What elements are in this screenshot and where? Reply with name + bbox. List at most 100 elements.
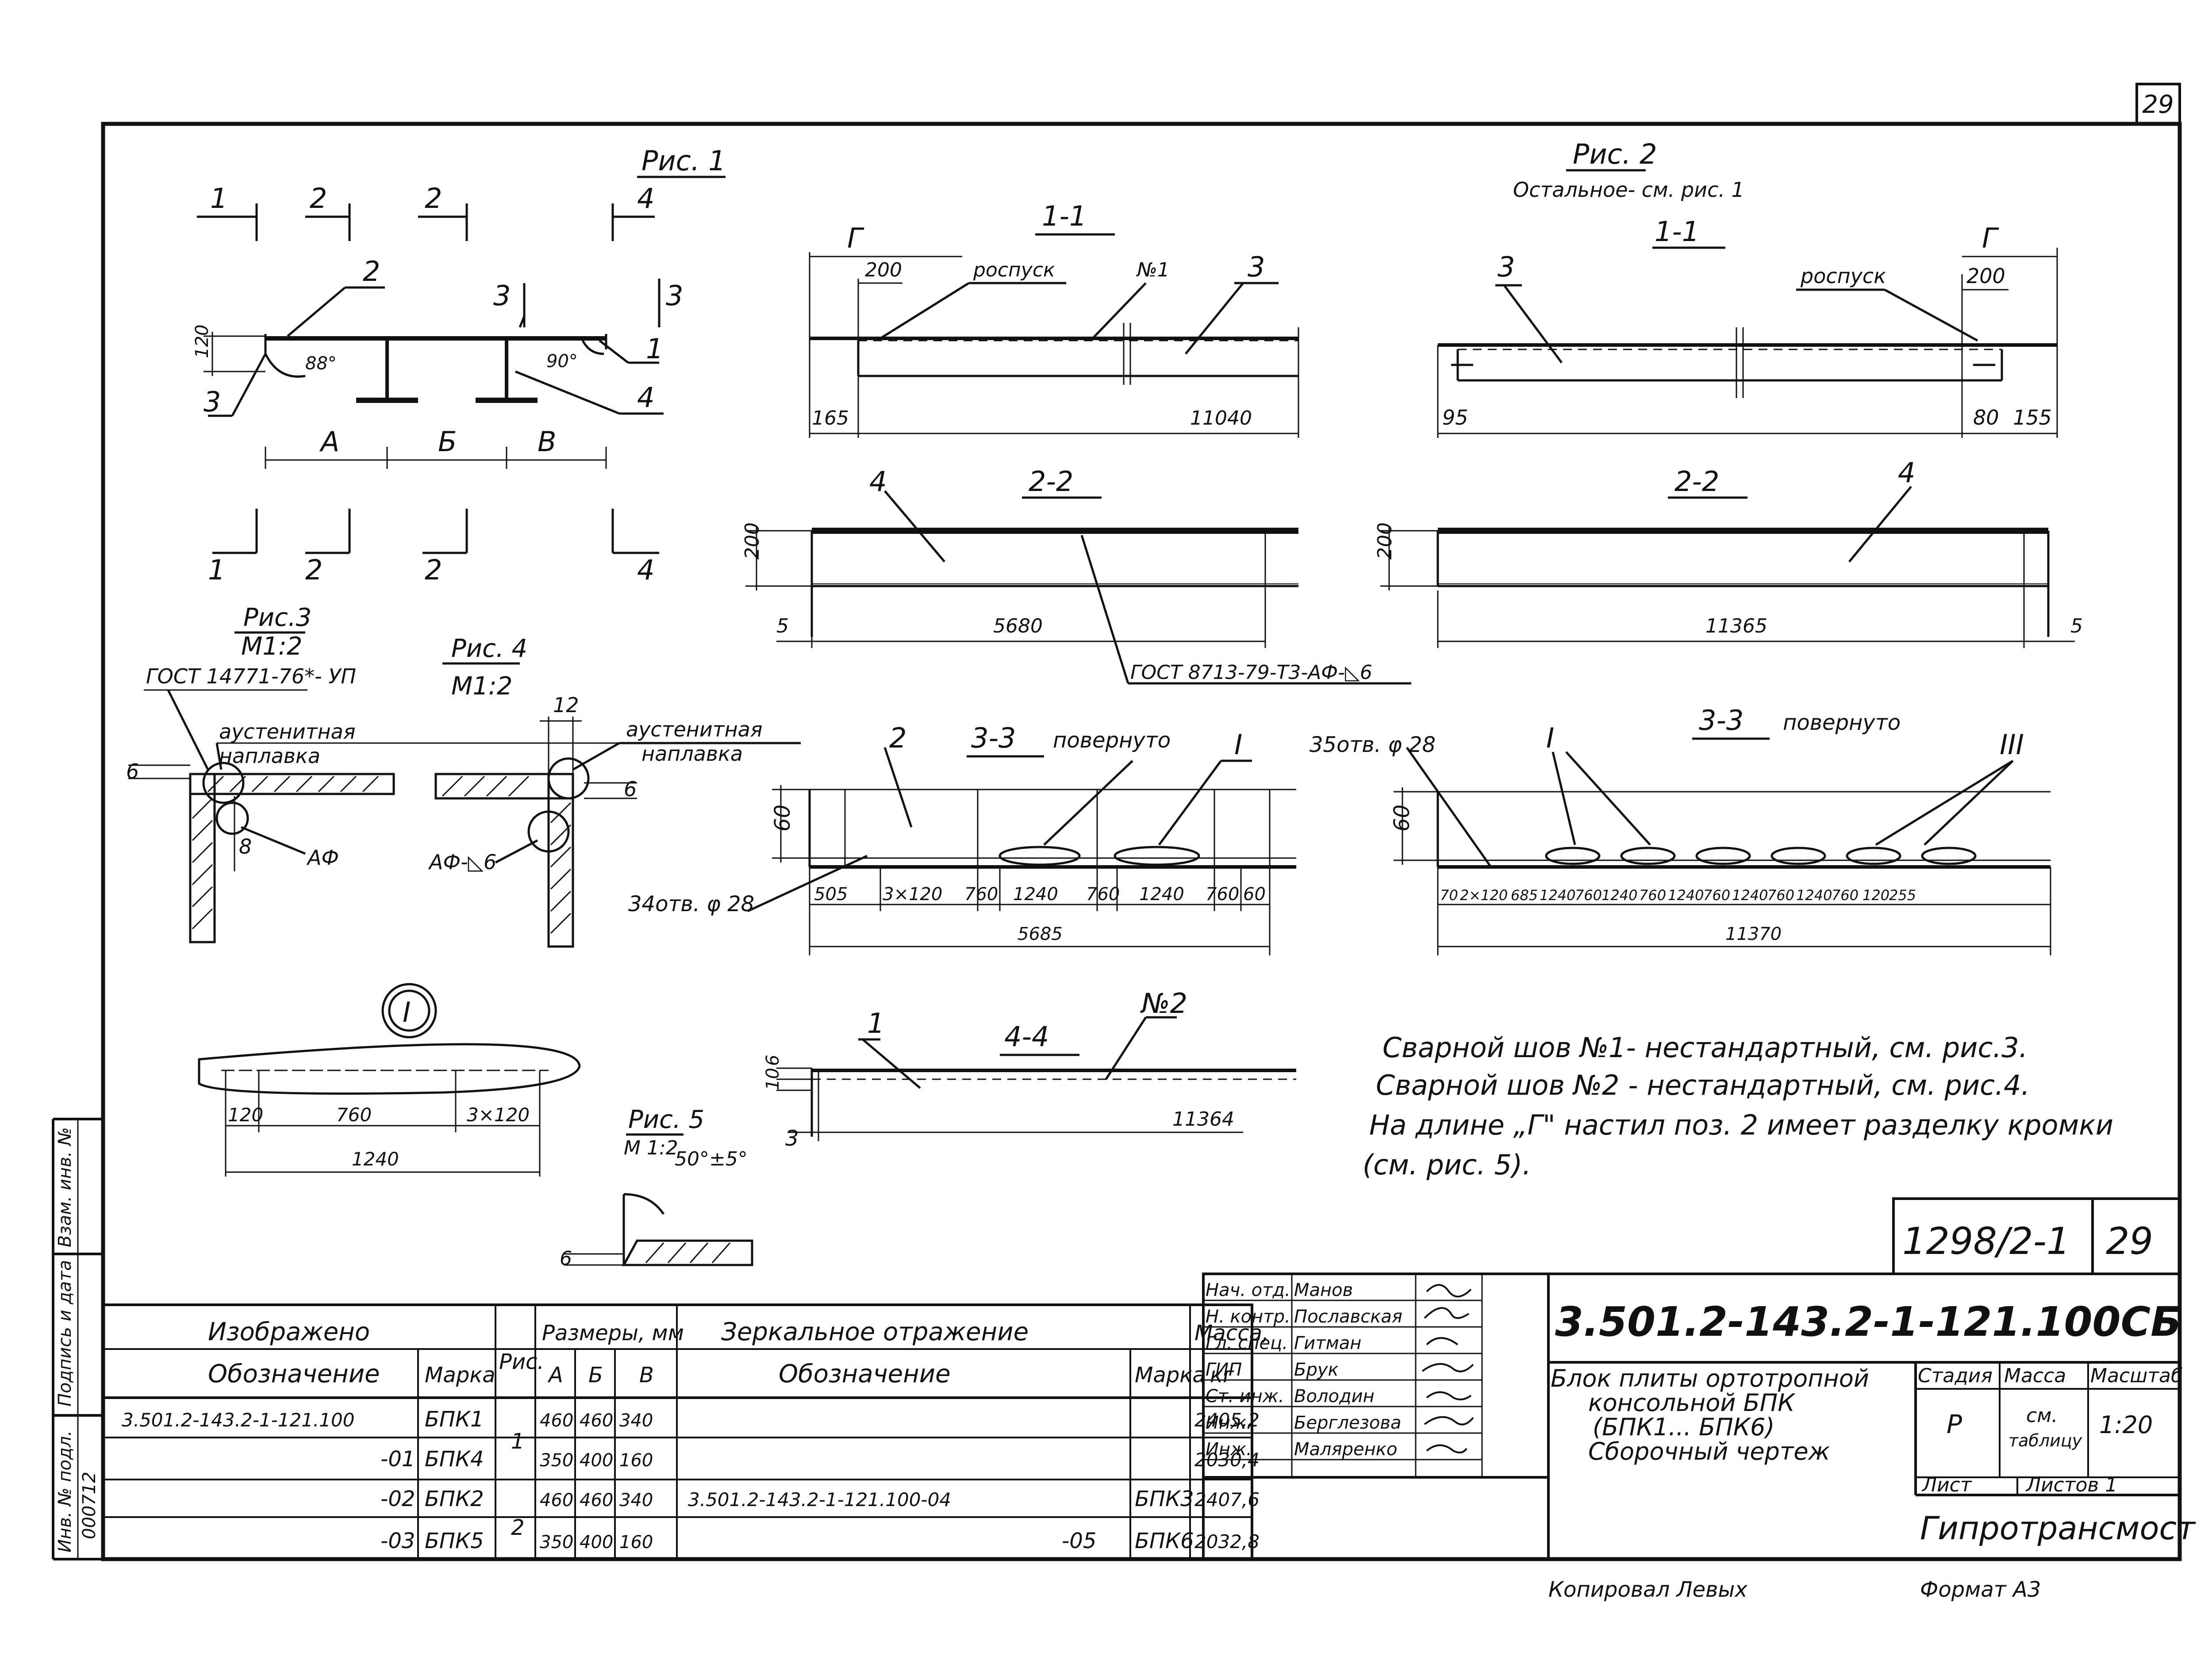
sec11r-dim: 200 <box>1966 264 2005 288</box>
spec-ris: 2 <box>511 1515 525 1540</box>
sec33r-dim: 70 <box>1440 887 1458 904</box>
fig1-label: 1 <box>646 333 663 365</box>
fig5-scale: М 1:2 <box>624 1137 678 1159</box>
fig1-dim: 120 <box>192 325 212 358</box>
fig5-angle: 50°±5° <box>675 1148 748 1170</box>
figure-1 <box>197 176 726 554</box>
section-title: 2-2 <box>1674 465 1719 498</box>
fig3-title: Рис.3 <box>243 603 311 632</box>
sec33r-suffix: повернуто <box>1783 710 1901 735</box>
sec22-dim: 5680 <box>993 615 1043 637</box>
spec-cell: 350 <box>540 1532 573 1552</box>
note-line: На длине „Г" настил поз. 2 имеет разделк… <box>1369 1109 2113 1141</box>
sec44-dim: 6 <box>763 1055 783 1066</box>
section-title: 3-3 <box>1699 704 1743 736</box>
sec11-weld: №1 <box>1136 259 1170 281</box>
sec22r-dim: 5 <box>2070 615 2083 637</box>
sec33-dim: 760 <box>964 884 998 905</box>
spec-cell: БПК2 <box>425 1487 484 1511</box>
sec33-dim: 60 <box>1243 884 1266 905</box>
sec22-gost: ГОСТ 8713-79-Т3-АФ-◺6 <box>1130 661 1372 684</box>
section-3-3-right <box>1394 737 2051 955</box>
footer-kopiroval: Копировал Левых <box>1548 1577 1747 1602</box>
sec33-total: 5685 <box>1018 924 1063 944</box>
figure-4 <box>434 662 801 948</box>
spec-h-massa: Масса, <box>1194 1321 1269 1346</box>
spec-cell: -01 <box>380 1447 415 1472</box>
fig1-label: Б <box>438 426 457 458</box>
note-line: Сварной шов №2 - нестандартный, см. рис.… <box>1376 1069 2030 1101</box>
sec22r-pos: 4 <box>1898 456 1915 489</box>
sec11r-dim: 80 <box>1973 406 1999 429</box>
detail-I <box>198 983 581 1177</box>
title-name: Володин <box>1294 1386 1375 1407</box>
title-list: Лист <box>1921 1474 1972 1496</box>
spec-cell: -02 <box>380 1487 415 1511</box>
fig4-naplavka: наплавка <box>641 742 743 766</box>
title-role: Н. контр. <box>1206 1307 1290 1327</box>
spec-cell: 400 <box>580 1532 613 1552</box>
spec-cell: 460 <box>580 1411 613 1431</box>
sec33-dim: 505 <box>814 884 848 905</box>
sec33r-dim: 255 <box>1889 887 1916 904</box>
sec33r-mark: I <box>1546 722 1554 754</box>
title-name: Брук <box>1294 1360 1339 1380</box>
title-listov: Листов 1 <box>2025 1474 2117 1496</box>
fig1-label: 3 <box>493 280 511 312</box>
fig4-dim: 12 <box>553 693 579 717</box>
sec11r-g: Г <box>1982 222 1999 254</box>
title-code: 3.501.2-143.2-1-121.100СБ <box>1555 1298 2181 1346</box>
sec33r-dim: 120 <box>1863 887 1889 904</box>
sec11r-dim: 95 <box>1442 406 1468 429</box>
section-title: 3-3 <box>971 722 1016 754</box>
fig5-dim: 6 <box>560 1247 572 1270</box>
title-masshtab: 1:20 <box>2099 1411 2153 1439</box>
spec-cell: 460 <box>540 1411 573 1431</box>
sec44-pos: 1 <box>867 1007 884 1039</box>
title-h-massa: Масса <box>2004 1365 2066 1387</box>
title-h-masshtab: Масштаб <box>2090 1365 2183 1387</box>
corner-sheet-number: 29 <box>2142 90 2174 119</box>
title-role: Инж. <box>1206 1439 1252 1460</box>
title-desc: Блок плиты ортотропной <box>1551 1365 1869 1392</box>
fig1-label: 3 <box>666 280 683 312</box>
spec-h-v: В <box>639 1363 654 1388</box>
sec33-dim: 3×120 <box>883 884 942 905</box>
sec33r-dim: 685 <box>1511 887 1538 904</box>
section-title: 2-2 <box>1029 465 1073 498</box>
title-role: Гл. спец. <box>1206 1333 1288 1353</box>
title-role: Ст. инж. <box>1206 1386 1284 1407</box>
title-block <box>1202 1197 2181 1560</box>
fig3-dim: 6 <box>126 759 139 783</box>
spec-cell: 460 <box>580 1490 613 1510</box>
left-margin: Взам. инв. № Подпись и дата Инв. № подл.… <box>55 1127 100 1552</box>
spec-h-b: Б <box>588 1363 603 1388</box>
detail-dim: 3×120 <box>467 1104 530 1126</box>
spec-cell: БПК6 <box>1135 1529 1194 1553</box>
sec33-mark: I <box>1234 728 1242 761</box>
section-1-1-left <box>809 233 1299 438</box>
spec-cell: 460 <box>540 1490 573 1510</box>
sec33-dim: 1240 <box>1013 884 1058 905</box>
sec33-dim: 60 <box>770 805 795 832</box>
spec-cell: 350 <box>540 1450 573 1471</box>
sec33-dim: 1240 <box>1139 884 1184 905</box>
spec-h-oboznachenie2: Обозначение <box>779 1360 951 1388</box>
spec-cell: 2032,8 <box>1194 1531 1260 1552</box>
sec33r-dim: 1240 <box>1601 887 1637 904</box>
title-desc: консольной БПК <box>1588 1389 1796 1417</box>
sec33r-total: 11370 <box>1725 924 1782 944</box>
sec11-dim: 200 <box>865 259 902 281</box>
sec33r-dim: 760 <box>1832 887 1859 904</box>
sec33r-dim: 1240 <box>1540 887 1575 904</box>
section-title: 1-1 <box>1042 200 1087 232</box>
spec-cell: 3.501.2-143.2-1-121.100 <box>122 1409 354 1431</box>
sec33r-dim: 1240 <box>1796 887 1832 904</box>
sec44-weld: №2 <box>1140 987 1187 1020</box>
fig4-naplavka: аустенитная <box>626 717 763 741</box>
sec22-dim: 5 <box>776 615 789 637</box>
margin-inv-no: 000712 <box>79 1472 100 1539</box>
title-stadiya: Р <box>1947 1409 1962 1439</box>
note-line: Сварной шов №1- нестандартный, см. рис.3… <box>1382 1031 2028 1064</box>
